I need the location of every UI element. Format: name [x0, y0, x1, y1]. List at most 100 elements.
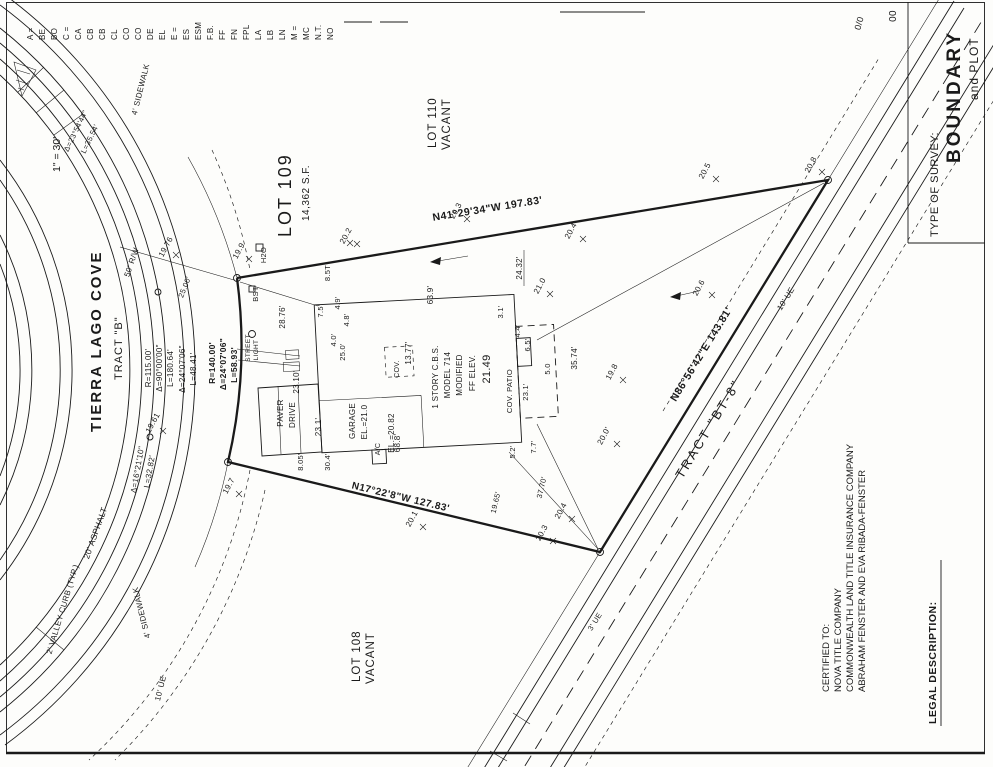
legend-fragment: CL: [110, 29, 119, 40]
survey-annotation: EL.=20.82: [387, 413, 396, 453]
legend-fragment: DE: [146, 28, 155, 40]
survey-annotation: BST: [251, 286, 260, 302]
lot108-status: VACANT: [365, 632, 377, 684]
text-layer: 1" = 30' TIERRA LAGO COVE TRACT "B" TRAC…: [26, 10, 981, 724]
legend-fragment: ES: [182, 29, 191, 40]
survey-annotation: 23.10': [292, 370, 301, 394]
survey-annotation: 13.77': [404, 341, 413, 365]
legend-fragment: F.B.: [206, 25, 215, 40]
legend-fragment: LB: [266, 30, 275, 40]
legend-fragment: LA: [254, 29, 263, 40]
street-name: TIERRA LAGO COVE: [88, 251, 105, 432]
survey-annotation: 3' UE: [586, 611, 604, 632]
lot-boundary: [146, 176, 832, 556]
survey-annotation: 8.5T: [323, 265, 332, 281]
street-arcs: [0, 0, 266, 761]
certified-to-line: ABRAHAM FENSTER AND EVA RIBADA-FENSTER: [857, 470, 868, 692]
spot-elevation-cross: [159, 427, 167, 435]
spot-elevation-cross: [619, 376, 627, 384]
legend-fragment: CB: [98, 28, 107, 40]
legal-description-label: LEGAL DESCRIPTION:: [927, 601, 939, 724]
ac-pad: [371, 448, 388, 465]
survey-annotation: 24.32': [515, 256, 524, 280]
road-tract-bt8: [467, 0, 993, 767]
survey-annotation: L=180.64': [166, 349, 175, 387]
survey-annotation: 4.8': [342, 313, 351, 326]
entry-step: [282, 361, 300, 372]
survey-annotation: 37.70': [535, 475, 549, 499]
title-block-lines: [907, 2, 985, 244]
front-walk: [236, 348, 301, 367]
tract-b-label: TRACT "B": [113, 316, 125, 380]
legend-fragment: CO: [134, 27, 143, 40]
legend-fragment: BE: [38, 29, 47, 40]
misc-lines: [13, 11, 825, 550]
type-of-survey-label: TYPE OF SURVEY:: [929, 132, 941, 237]
spot-elevation-cross: [235, 490, 243, 498]
survey-annotation: 30.4': [323, 453, 332, 471]
spot-elevation-cross: [579, 235, 587, 243]
legend-fragment: FF: [218, 30, 227, 40]
street-light-symbol: [248, 330, 256, 338]
boundary-corner-marker: [233, 274, 241, 282]
legend-fragment: ESM: [194, 22, 203, 40]
survey-annotation: 50' R/W: [122, 246, 140, 278]
garage-partition: [319, 395, 425, 448]
survey-annotation: Δ=24°07'06": [218, 338, 228, 390]
survey-annotation: 4' SIDEWALK: [131, 586, 153, 640]
spot-elevation-crosses: [159, 168, 826, 545]
survey-annotation: Δ=24°07'06": [178, 345, 187, 393]
covered-entry-outline: [384, 345, 415, 378]
house-jog: [515, 337, 533, 367]
survey-annotation: GARAGE: [348, 403, 357, 439]
survey-annotation: 19.8: [604, 362, 620, 381]
survey-annotation: 20' ASPHALT: [81, 506, 109, 561]
curve-point-marker: [146, 433, 154, 441]
survey-annotation: 7.7': [529, 440, 538, 453]
spot-elevation-cross: [708, 291, 716, 299]
handwritten-mark: 00: [888, 10, 899, 22]
survey-annotation: MODEL 714: [443, 352, 452, 399]
survey-annotation: COV. PATIO: [505, 369, 514, 413]
legend-fragment: MC: [302, 27, 311, 40]
survey-annotation: 10' UE: [775, 285, 796, 311]
survey-annotation: 7.5': [316, 304, 325, 317]
survey-annotation: 5.0: [543, 363, 552, 374]
boundary-corner-marker: [824, 176, 832, 184]
spot-elevation-cross: [463, 215, 471, 223]
survey-annotation: R=115.00': [144, 349, 153, 388]
survey-annotation: 23.1': [314, 418, 323, 437]
spot-elevation-cross: [245, 255, 253, 263]
survey-type-line2: and PLOT: [967, 37, 981, 100]
survey-annotation: 35.74': [570, 346, 579, 370]
survey-annotation: 4.0': [329, 333, 338, 346]
lot109-label: LOT 109: [275, 153, 295, 237]
legend-fragment: FN: [230, 29, 239, 40]
entry-step: [285, 349, 300, 360]
lot109-area: 14,362 S.F.: [301, 165, 312, 221]
spot-elevation-cross: [568, 515, 576, 523]
legend-fragment: C =: [62, 26, 71, 40]
survey-type-line1: BOUNDARY: [944, 30, 965, 163]
survey-annotation: 20.0': [595, 425, 612, 446]
house-footprint: [282, 293, 559, 465]
survey-annotation: 8.05': [296, 453, 305, 471]
spot-elevation-cross: [172, 251, 180, 259]
lot110-status: VACANT: [441, 98, 453, 150]
survey-annotation: H2O: [259, 247, 268, 263]
survey-annotation: STREET: [245, 334, 252, 361]
handwritten-mark: 0/0: [853, 15, 866, 31]
scale-label: 1" = 30': [51, 137, 63, 172]
boundary-corner-marker: [224, 458, 232, 466]
spot-elevation-cross: [818, 168, 826, 176]
covered-patio-outline: [515, 323, 559, 419]
legend-fragment: CO: [122, 27, 131, 40]
legend-fragment: FPL: [242, 24, 251, 40]
survey-annotation: 19.7: [221, 476, 237, 495]
curve-point-marker: [154, 288, 162, 296]
